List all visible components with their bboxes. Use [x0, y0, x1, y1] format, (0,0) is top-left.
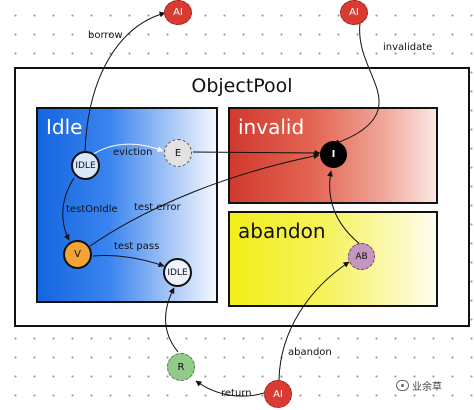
- watermark-text: 业余草: [412, 382, 442, 393]
- idle-node-returned: IDLE: [163, 258, 192, 287]
- test-on-idle-arrow: [62, 177, 75, 241]
- abandon-label: abandon: [288, 347, 332, 358]
- eviction-arrow: [91, 143, 164, 156]
- eviction-to-invalid-arrow: [192, 149, 321, 156]
- objectpool-title: ObjectPool: [191, 75, 293, 97]
- eviction-node: E: [164, 139, 192, 167]
- invalidate-arrow: [333, 22, 380, 145]
- test-on-idle-label: testOnIdle: [66, 204, 118, 215]
- eviction-label: eviction: [113, 147, 153, 158]
- abandoned-node: AB: [348, 243, 375, 270]
- ai-invalidate-node: AI: [340, 0, 368, 25]
- ai-borrow-node: AI: [164, 0, 192, 25]
- abandoned-to-invalid-arrow: [327, 170, 362, 246]
- idle-state-title: Idle: [46, 115, 83, 139]
- invalidate-label: invalidate: [383, 42, 433, 53]
- invalid-node: I: [320, 141, 347, 168]
- test-error-arrow: [89, 153, 320, 247]
- chat-icon: [396, 380, 409, 391]
- return-label: return: [221, 388, 252, 399]
- return-to-idle-arrow: [165, 287, 179, 353]
- idle-node: IDLE: [71, 151, 100, 180]
- ai-abandon-node: AI: [264, 380, 292, 408]
- return-arrow: [195, 380, 265, 397]
- watermark: 业余草: [396, 378, 442, 393]
- test-error-label: test error: [134, 202, 181, 213]
- return-node: R: [167, 353, 195, 381]
- abandon-arrow: [278, 261, 350, 381]
- abandon-state-title: abandon: [238, 219, 326, 243]
- test-pass-arrow: [92, 255, 165, 268]
- abandon-state-box: abandon: [228, 211, 438, 307]
- test-pass-label: test pass: [114, 241, 160, 252]
- validate-node: V: [63, 240, 92, 269]
- borrow-arrow: [84, 11, 166, 152]
- borrow-label: borrow: [88, 30, 123, 41]
- invalid-state-title: invalid: [238, 115, 305, 139]
